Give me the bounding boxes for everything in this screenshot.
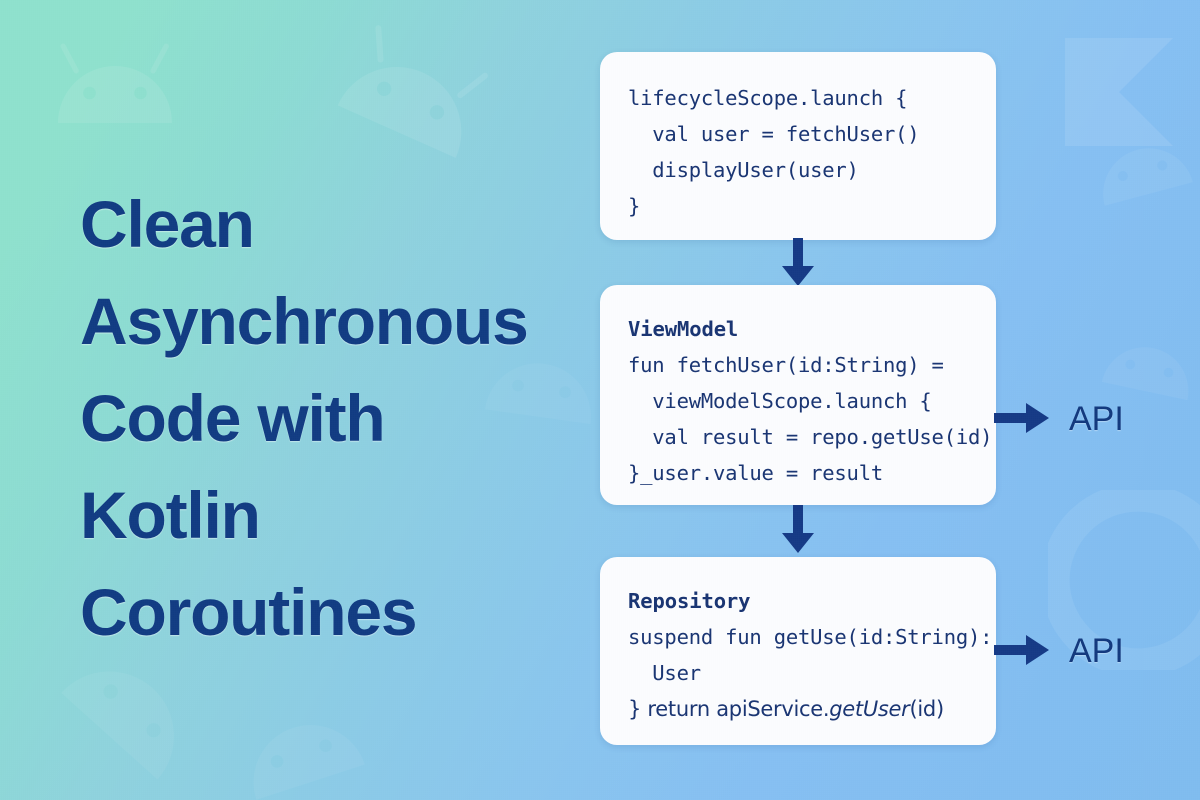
code-line: User <box>628 661 701 685</box>
code-prefix: } return apiService. <box>628 697 830 721</box>
android-robot-icon <box>40 30 190 180</box>
code-line: fun fetchUser(id:String) = <box>628 353 944 377</box>
code-card-lifecycle-scope: lifecycleScope.launch { val user = fetch… <box>600 52 996 240</box>
code-line: displayUser(user) <box>628 158 859 182</box>
page-title-line-5: Coroutines <box>80 575 418 649</box>
api-label: API <box>1069 632 1124 670</box>
code-line: lifecycleScope.launch { <box>628 86 908 110</box>
android-robot-icon <box>210 670 399 800</box>
code-suffix: (id) <box>909 697 945 721</box>
code-card-view-model: ViewModel fun fetchUser(id:String) = vie… <box>600 285 996 505</box>
code-line: }_user.value = result <box>628 461 883 485</box>
code-line: val result = repo.getUse(id) <box>628 425 993 449</box>
page-title-line-4: Kotlin <box>80 478 261 552</box>
code-line: val user = fetchUser() <box>628 122 920 146</box>
code-line: } <box>628 194 641 218</box>
code-line: suspend fun getUse(id:String): <box>628 625 993 649</box>
code-italic-method: getUser <box>829 697 910 721</box>
code-line-return: } return apiService.getUser(id) <box>628 691 970 727</box>
api-label: API <box>1069 400 1124 438</box>
page-title-line-2: Asynchronous <box>80 284 529 358</box>
page-title-line-1: Clean <box>80 187 255 261</box>
code-line: viewModelScope.launch { <box>628 389 932 413</box>
page-title: Clean Asynchronous Code with Kotlin Coro… <box>80 176 590 661</box>
arrow-viewmodel-to-repository <box>781 505 815 555</box>
page-title-line-3: Code with <box>80 381 386 455</box>
arrow-lifecycle-to-viewmodel <box>781 238 815 288</box>
card-heading-repository: Repository <box>628 589 751 613</box>
card-heading-viewmodel: ViewModel <box>628 317 739 341</box>
arrow-viewmodel-to-api <box>994 403 1050 433</box>
android-robot-icon <box>1072 107 1200 254</box>
arrow-repository-to-api <box>994 635 1050 665</box>
kotlin-k-logo-icon <box>1065 38 1173 146</box>
code-card-repository: Repository suspend fun getUse(id:String)… <box>600 557 996 745</box>
